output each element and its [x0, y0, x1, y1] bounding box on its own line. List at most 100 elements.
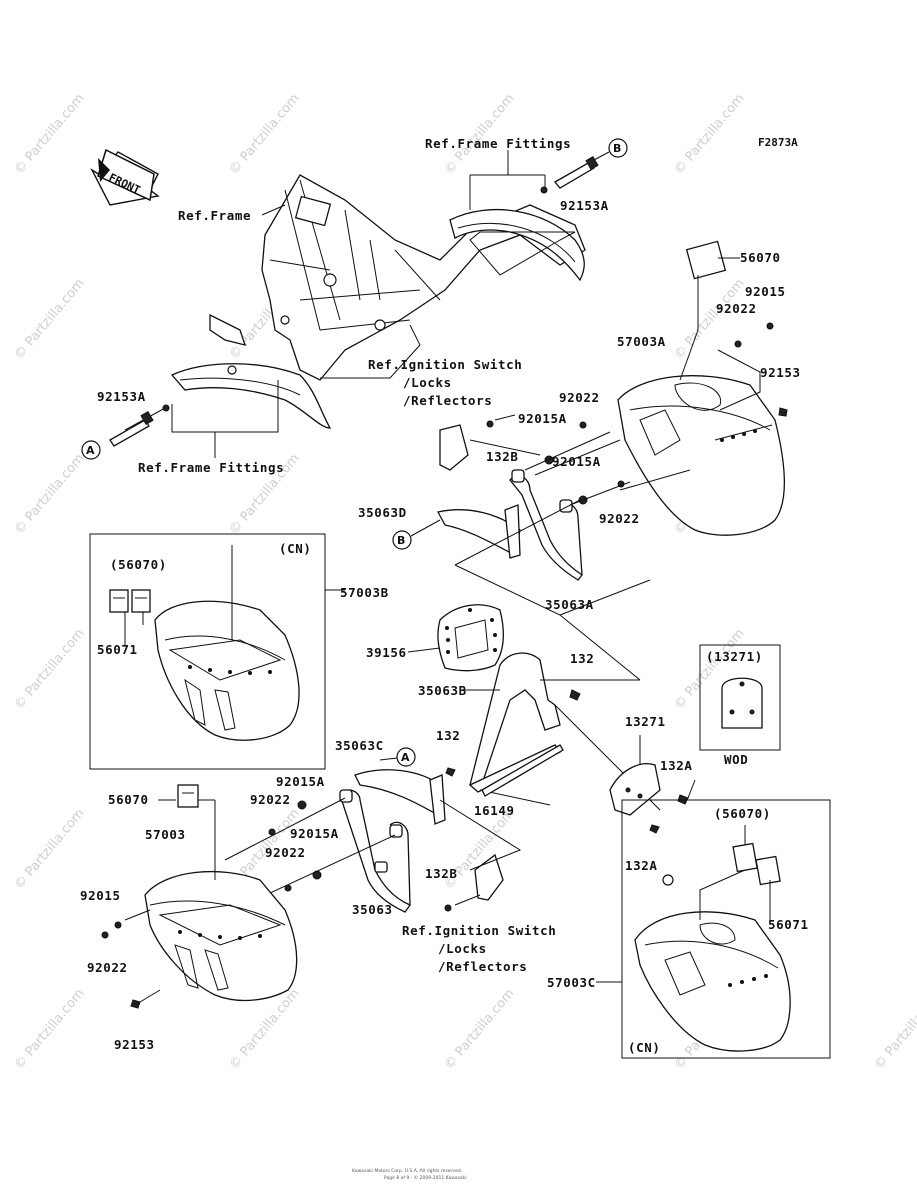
bolt-92153A-left — [109, 404, 170, 447]
nut-92015A-left1 — [297, 800, 307, 810]
callout-a-left: A — [81, 440, 101, 460]
bracket-35063A — [509, 469, 583, 581]
bolt-92153-bottom — [130, 999, 141, 1009]
label-92015-left: 92015 — [80, 888, 121, 903]
svg-text:A: A — [86, 444, 95, 457]
callout-b-top: B — [593, 138, 628, 161]
label-39156: 39156 — [366, 645, 407, 660]
bracket-35063 — [339, 789, 412, 913]
watermark-text: © Partzilla.com — [12, 91, 88, 177]
bracket-35063B — [468, 652, 561, 806]
watermark-text: © Partzilla.com — [672, 276, 748, 362]
label-ref-frame-fittings-top: Ref.Frame Fittings — [425, 136, 571, 151]
label-35063D: 35063D — [358, 505, 407, 520]
label-132A-b: 132A — [625, 858, 658, 873]
leader-lines-top — [124, 150, 576, 458]
label-92153A-top: 92153A — [560, 198, 609, 213]
washer-92022-mid — [579, 421, 587, 429]
label-92015A-mid2: 92015A — [552, 454, 601, 469]
label-132A-a: 132A — [660, 758, 693, 773]
label-wod: WOD — [724, 752, 748, 767]
label-35063B: 35063B — [418, 683, 467, 698]
watermark-text: © Partzilla.com — [442, 91, 518, 177]
label-ref-ignition-1b: /Locks — [403, 375, 452, 390]
front-arrow-icon: FRONT — [90, 148, 160, 206]
label-ref-frame-fittings-left: Ref.Frame Fittings — [138, 460, 284, 475]
washer-92022-left3 — [114, 921, 122, 929]
label-ref-ignition-2a: Ref.Ignition Switch — [402, 923, 556, 938]
bar-16149 — [481, 744, 564, 797]
label-57003C: 57003C — [547, 975, 596, 990]
callout-b-mid: B — [392, 519, 441, 550]
part-labels: Ref.Frame Fittings Ref.Frame Ref.Frame F… — [80, 136, 809, 1055]
watermark-text: © Partzilla.com — [872, 986, 917, 1072]
bolt-92153-right — [778, 407, 788, 417]
label-56070-top — [685, 240, 727, 280]
plate-39156 — [437, 604, 504, 672]
watermark-text: © Partzilla.com — [672, 91, 748, 177]
callout-a-mid: A — [379, 747, 416, 767]
nut-92015-left — [101, 931, 109, 939]
label-13271: 13271 — [625, 714, 666, 729]
label-56070-cn2: (56070) — [714, 806, 771, 821]
diagram-code: F2873A — [758, 136, 798, 149]
frame-assembly — [170, 174, 586, 429]
label-13271-box: (13271) — [706, 649, 763, 664]
plate-132B-top — [439, 420, 494, 471]
label-92022-left1: 92022 — [250, 792, 291, 807]
label-57003B: 57003B — [340, 585, 389, 600]
label-57003A: 57003A — [617, 334, 666, 349]
label-ref-ignition-2c: /Reflectors — [438, 959, 527, 974]
washer-92022-top — [734, 340, 742, 348]
copyright-mark-icon — [662, 874, 674, 886]
bracket-35063C — [354, 769, 446, 825]
label-ref-ignition-1c: /Reflectors — [403, 393, 492, 408]
label-56070-left: 56070 — [108, 792, 149, 807]
label-132-b: 132 — [436, 728, 460, 743]
watermark-text: © Partzilla.com — [442, 986, 518, 1072]
watermark-text: © Partzilla.com — [12, 626, 88, 712]
plate-132B-bottom — [444, 853, 504, 912]
label-92022-left2: 92022 — [265, 845, 306, 860]
label-132-a: 132 — [570, 651, 594, 666]
label-ref-ignition-2b: /Locks — [438, 941, 487, 956]
label-92015A-left1: 92015A — [276, 774, 325, 789]
watermark-text: © Partzilla.com — [12, 806, 88, 892]
watermark-text: © Partzilla.com — [12, 451, 88, 537]
label-56070-cn: (56070) — [110, 557, 167, 572]
label-cn-bottom: (CN) — [628, 1040, 661, 1055]
label-92153A-left: 92153A — [97, 389, 146, 404]
label-cn-top: (CN) — [279, 541, 312, 556]
bolt-92153A-top — [540, 155, 599, 194]
label-56070-left — [177, 784, 199, 808]
label-ref-ignition-1a: Ref.Ignition Switch — [368, 357, 522, 372]
label-132B-top: 132B — [486, 449, 519, 464]
saddlebag-left-57003 — [144, 800, 298, 1002]
label-57003: 57003 — [145, 827, 186, 842]
wod-box — [699, 644, 781, 751]
label-56071-cn: 56071 — [97, 642, 138, 657]
label-56071-cn2: 56071 — [768, 917, 809, 932]
washer-92022-left1 — [268, 828, 276, 836]
saddlebag-right-57003A — [617, 375, 786, 536]
label-92022-mid: 92022 — [559, 390, 600, 405]
label-92015A-left2: 92015A — [290, 826, 339, 841]
copyright-line-2: Page 8 of 9 - © 2009-2011 Kawasaki — [384, 1174, 467, 1181]
label-35063A: 35063A — [545, 597, 594, 612]
label-92153-right: 92153 — [760, 365, 801, 380]
svg-text:B: B — [397, 534, 405, 547]
nut-92015-top — [766, 322, 774, 330]
label-132B-bottom: 132B — [425, 866, 458, 881]
screw-132-a — [569, 689, 581, 701]
screw-132-b — [445, 767, 456, 777]
svg-text:B: B — [613, 142, 621, 155]
cn-box-top — [89, 533, 345, 770]
label-16149: 16149 — [474, 803, 515, 818]
svg-text:A: A — [401, 751, 410, 764]
label-92022-left3: 92022 — [87, 960, 128, 975]
label-92022-top: 92022 — [716, 301, 757, 316]
label-92015-top: 92015 — [745, 284, 786, 299]
watermark-text: © Partzilla.com — [227, 91, 303, 177]
